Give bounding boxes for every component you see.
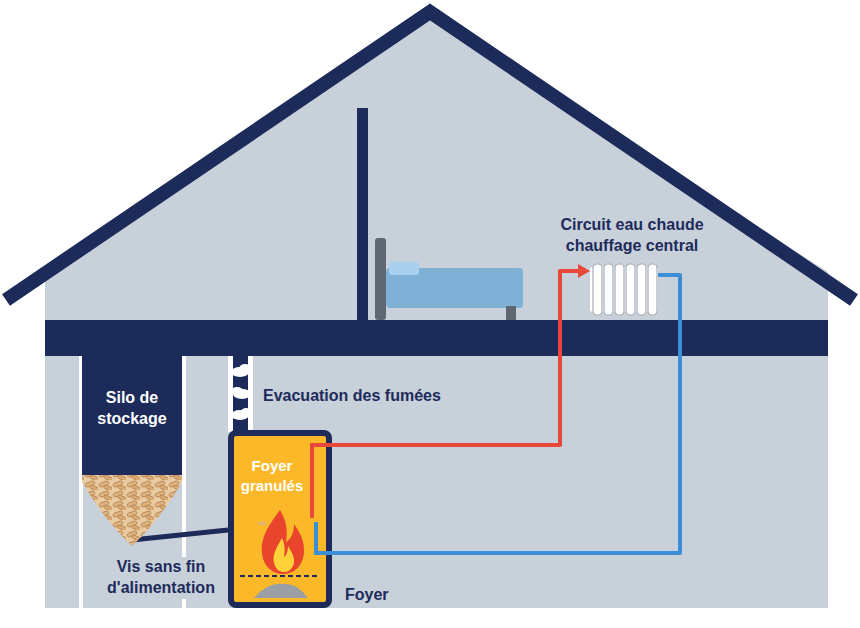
- flue-label: Evacuation des fumées: [263, 386, 441, 407]
- boiler-label: Foyer: [345, 585, 389, 606]
- flue-pipe: [228, 356, 253, 432]
- hot-water-pipe: [332, 264, 590, 445]
- radiator-node: Circuit eau chaude chauffage central: [590, 263, 658, 316]
- circuit-heading: Circuit eau chaude chauffage central: [542, 215, 722, 257]
- bed-leg: [506, 306, 516, 320]
- interior-wall: [357, 108, 368, 322]
- boiler-body: [228, 430, 332, 608]
- pellet-boiler: Foyer granulésFoyer: [228, 430, 332, 608]
- bed-pillow: [389, 262, 419, 275]
- hearth-label: Foyer granulés: [235, 456, 309, 495]
- feed-screw-label: Vis sans fin d'alimentation: [98, 557, 224, 599]
- roof: [6, 12, 854, 300]
- storage-silo: Silo de stockage: [82, 355, 182, 475]
- radiator-symbol: [590, 263, 658, 316]
- bed-headboard: [375, 238, 386, 320]
- silo-label: Silo de stockage: [88, 388, 176, 430]
- return-water-pipe: [332, 275, 680, 553]
- floor-slab: [45, 320, 828, 356]
- house-body: [45, 18, 828, 608]
- smoke-puffs: [231, 364, 251, 420]
